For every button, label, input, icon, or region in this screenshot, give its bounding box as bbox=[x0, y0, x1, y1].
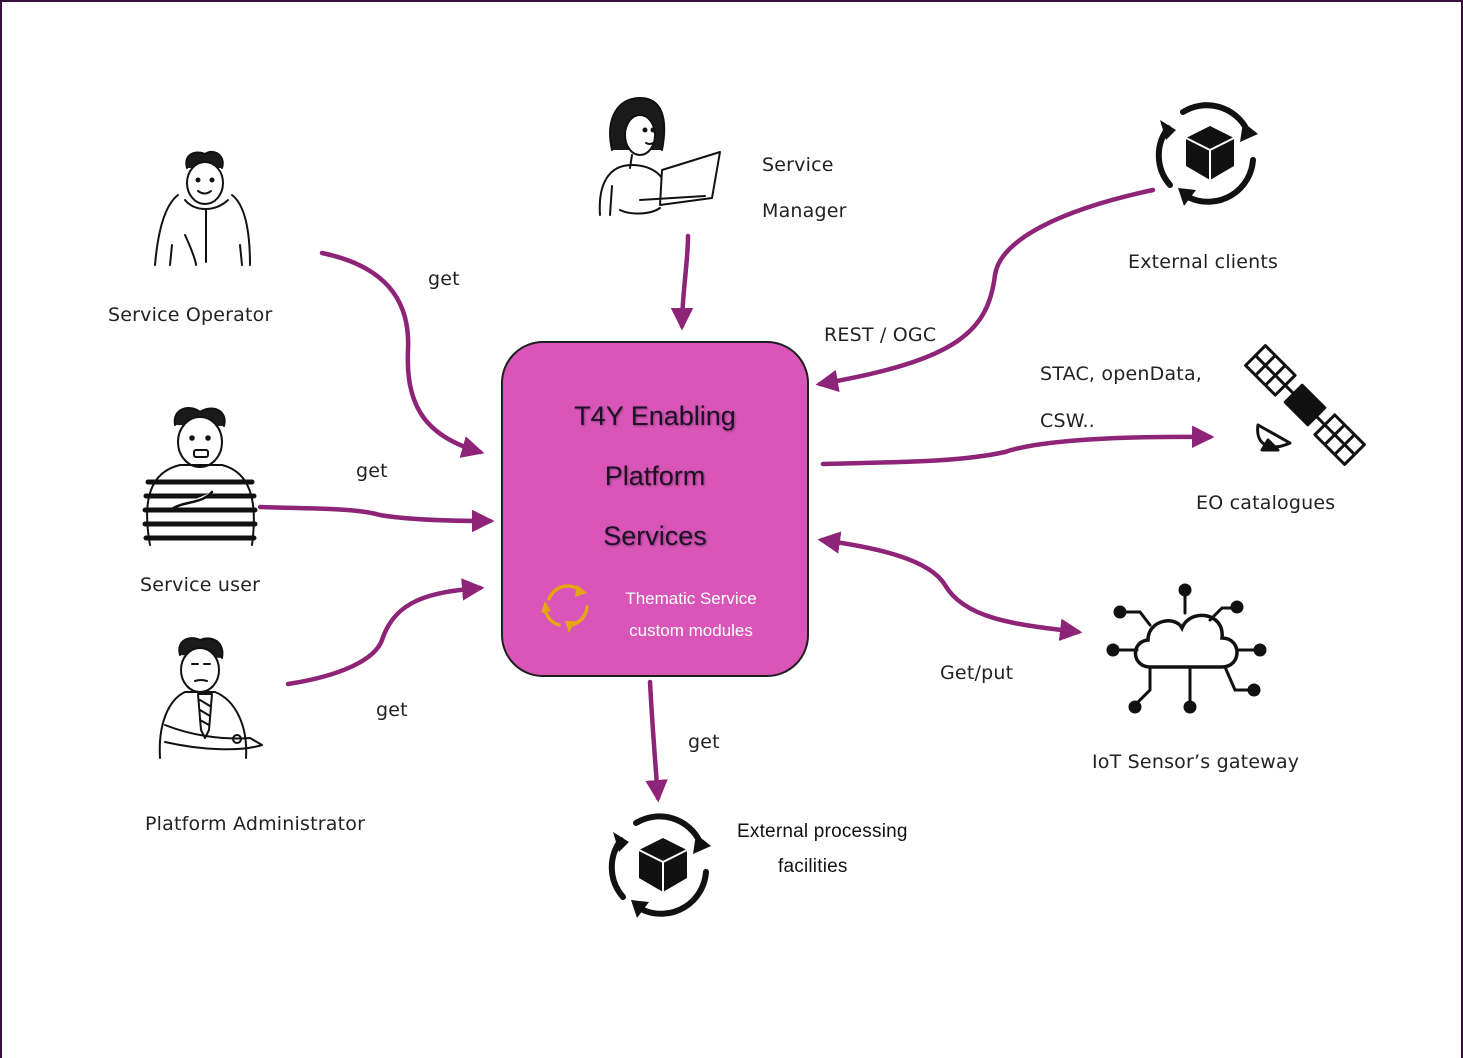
eo-catalogues-label: EO catalogues bbox=[1196, 492, 1336, 514]
iot-protocol-label: Get/put bbox=[940, 662, 1014, 684]
package-cycle-icon bbox=[1155, 102, 1258, 206]
eo-protocol-label-line-2: CSW.. bbox=[1040, 410, 1096, 432]
clients-protocol-label: REST / OGC bbox=[824, 324, 937, 346]
cloud-network-icon bbox=[1106, 583, 1267, 714]
external-processing-label-line-1: External processing bbox=[737, 821, 908, 842]
processing-get-label: get bbox=[688, 731, 720, 753]
service-manager-label-line-2: Manager bbox=[762, 200, 847, 222]
user-get-label: get bbox=[356, 460, 388, 482]
service-manager-label-line-1: Service bbox=[762, 154, 834, 176]
satellite-icon bbox=[1244, 344, 1366, 466]
platform-title-line-3: Services bbox=[603, 521, 707, 551]
arrow-manager-to-core bbox=[670, 233, 694, 331]
person-striped-shirt-icon bbox=[142, 407, 258, 546]
arrow-admin-to-core bbox=[285, 578, 485, 687]
person-tie-icon bbox=[158, 637, 263, 759]
package-cycle-icon bbox=[608, 813, 711, 918]
arrow-core-to-eo bbox=[820, 425, 1215, 467]
admin-get-label: get bbox=[376, 699, 408, 721]
operator-get-label: get bbox=[428, 268, 460, 290]
arrow-core-to-processing bbox=[645, 679, 668, 803]
refresh-cycle-icon bbox=[541, 584, 589, 633]
arrow-clients-to-core bbox=[815, 187, 1156, 393]
arrow-core-iot-bidirectional bbox=[817, 531, 1083, 642]
platform-administrator-label: Platform Administrator bbox=[145, 813, 366, 835]
arrow-user-to-core bbox=[257, 504, 495, 533]
platform-title-line-1: T4Y Enabling bbox=[574, 401, 736, 431]
module-label-line-1: Thematic Service bbox=[625, 589, 757, 608]
person-hoodie-icon bbox=[154, 150, 251, 266]
platform-services-box: T4Y Enabling Platform Services Thematic … bbox=[501, 341, 809, 677]
person-laptop-icon bbox=[598, 97, 721, 216]
iot-gateway-label: IoT Sensor’s gateway bbox=[1092, 751, 1300, 773]
external-clients-label: External clients bbox=[1128, 251, 1279, 273]
arrow-operator-to-core bbox=[319, 250, 485, 458]
eo-protocol-label-line-1: STAC, openData, bbox=[1040, 363, 1203, 385]
service-user-label: Service user bbox=[140, 574, 261, 596]
platform-title-line-2: Platform bbox=[604, 461, 706, 491]
service-operator-label: Service Operator bbox=[108, 304, 273, 326]
external-processing-label-line-2: facilities bbox=[778, 856, 848, 877]
module-label-line-2: custom modules bbox=[629, 621, 753, 640]
